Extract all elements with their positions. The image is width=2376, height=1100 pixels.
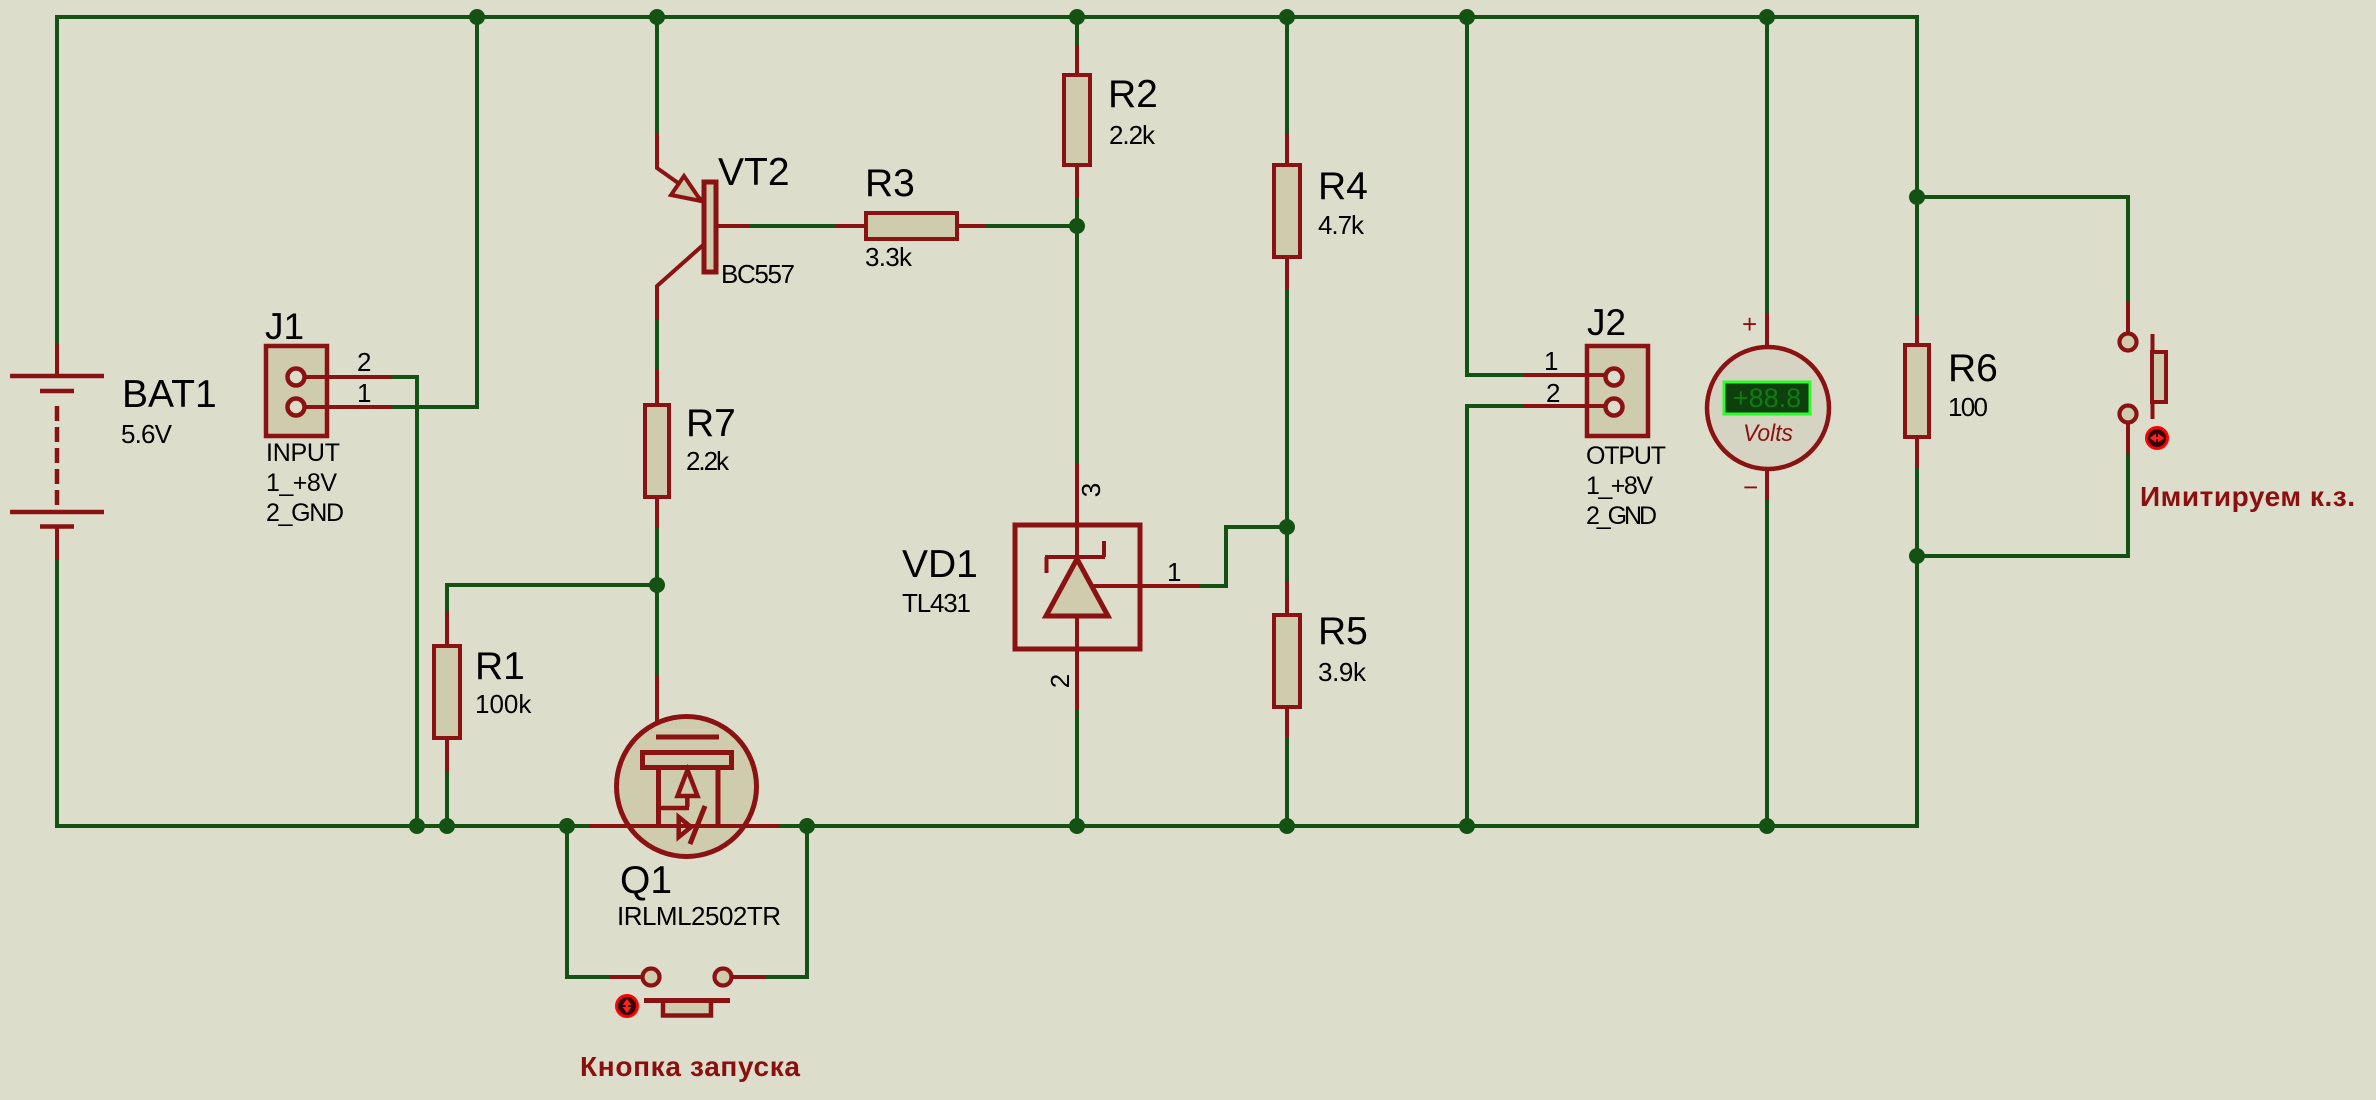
svg-text:5.6V: 5.6V: [121, 419, 173, 449]
svg-text:2.2k: 2.2k: [1109, 120, 1156, 150]
svg-text:R1: R1: [475, 645, 525, 688]
svg-text:R5: R5: [1318, 610, 1368, 653]
svg-text:2.2k: 2.2k: [686, 446, 730, 476]
svg-text:OTPUT: OTPUT: [1586, 442, 1666, 470]
svg-text:R3: R3: [865, 162, 915, 205]
svg-text:100k: 100k: [475, 689, 532, 719]
svg-text:1: 1: [1167, 557, 1181, 587]
svg-text:Кнопка запуска: Кнопка запуска: [580, 1051, 800, 1082]
svg-text:R4: R4: [1318, 165, 1368, 208]
svg-text:BAT1: BAT1: [122, 373, 217, 416]
svg-text:−: −: [1743, 472, 1758, 502]
svg-text:BC557: BC557: [721, 259, 795, 289]
svg-text:1_+8V: 1_+8V: [266, 469, 337, 497]
svg-text:VD1: VD1: [902, 543, 978, 586]
svg-text:4.7k: 4.7k: [1318, 210, 1365, 240]
svg-text:+88.8: +88.8: [1733, 383, 1801, 413]
svg-text:INPUT: INPUT: [266, 439, 340, 467]
svg-text:TL431: TL431: [902, 588, 971, 618]
svg-text:Имитируем к.з.: Имитируем к.з.: [2140, 481, 2355, 512]
svg-text:VT2: VT2: [718, 151, 790, 194]
svg-text:J1: J1: [265, 306, 304, 347]
svg-text:R6: R6: [1948, 347, 1998, 390]
svg-text:3.3k: 3.3k: [865, 242, 913, 272]
svg-text:2: 2: [357, 347, 371, 377]
svg-text:IRLML2502TR: IRLML2502TR: [617, 901, 781, 931]
svg-text:3: 3: [1076, 483, 1106, 497]
svg-text:R7: R7: [686, 402, 736, 445]
svg-text:1: 1: [1544, 346, 1558, 376]
svg-text:Q1: Q1: [620, 859, 672, 902]
svg-text:2: 2: [1045, 674, 1075, 688]
svg-text:2_GND: 2_GND: [266, 499, 344, 527]
svg-text:2: 2: [1546, 378, 1560, 408]
svg-text:3.9k: 3.9k: [1318, 657, 1367, 687]
svg-text:1_+8V: 1_+8V: [1586, 472, 1653, 500]
svg-text:+: +: [1742, 309, 1757, 339]
svg-text:1: 1: [357, 378, 371, 408]
svg-text:R2: R2: [1108, 73, 1158, 116]
svg-text:100: 100: [1948, 392, 1988, 422]
svg-text:J2: J2: [1587, 302, 1626, 343]
svg-text:Volts: Volts: [1743, 420, 1793, 447]
svg-text:2_GND: 2_GND: [1586, 502, 1657, 530]
